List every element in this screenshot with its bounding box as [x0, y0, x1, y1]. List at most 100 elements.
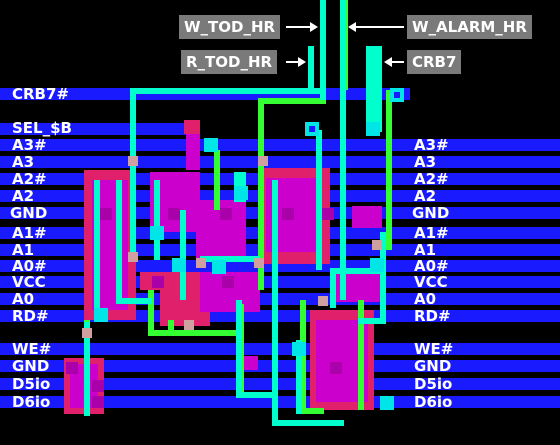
callout-r-tod-hr: R_TOD_HR — [181, 50, 278, 74]
via-9 — [292, 342, 306, 356]
right-label-a3n: A3# — [414, 136, 449, 154]
metal-v-center4 — [272, 180, 278, 420]
poly-v2 — [148, 290, 154, 334]
rail-a3n — [0, 139, 560, 151]
poly-v7 — [214, 150, 220, 210]
via-1-inner — [394, 92, 400, 98]
left-label-a1n: A1# — [12, 224, 47, 242]
metal-v-right3 — [316, 130, 322, 270]
left-label-a0n: A0# — [12, 257, 47, 275]
metal-v-center1 — [154, 180, 160, 260]
via-15 — [220, 208, 232, 220]
via-6 — [150, 226, 164, 240]
right-label-d5io: D5io — [414, 375, 453, 393]
rail-wen — [0, 343, 560, 355]
metal-v-right2 — [380, 232, 386, 322]
via-11 — [212, 260, 226, 274]
left-label-rdn: RD# — [12, 307, 49, 325]
via-17 — [322, 208, 334, 220]
arrow-w-tod-hr-head — [310, 22, 318, 32]
via-layer — [66, 88, 404, 410]
metal-crb7-strip — [366, 46, 382, 132]
right-label-gnd1: GND — [412, 204, 450, 222]
left-label-gnd2: GND — [12, 357, 50, 375]
rail-d6io — [0, 396, 560, 408]
callout-w-alarm-hr: W_ALARM_HR — [407, 15, 532, 39]
poly-v9 — [168, 320, 174, 332]
via-23 — [66, 362, 78, 374]
arrow-w-alarm-hr-head — [348, 22, 356, 32]
poly-v4 — [386, 90, 392, 250]
via-14 — [168, 208, 180, 220]
metal-layer — [84, 0, 386, 426]
metal-v-left3 — [116, 180, 122, 300]
via-7 — [172, 258, 186, 272]
via-16 — [282, 208, 294, 220]
arrow-r-tod-hr-head — [298, 57, 306, 67]
via-31 — [82, 328, 92, 338]
rail-selb — [0, 123, 200, 135]
metal-v-right4 — [296, 340, 302, 414]
rail-gnd2 — [0, 360, 560, 372]
via-24 — [128, 156, 138, 166]
left-label-a3n: A3# — [12, 136, 47, 154]
via-5 — [234, 186, 248, 200]
diff-right-top — [352, 206, 382, 228]
diff-small-a — [244, 356, 258, 370]
via-30 — [372, 240, 382, 250]
poly-v5 — [358, 300, 364, 410]
via-12 — [370, 258, 384, 272]
metal-v-left1 — [130, 88, 136, 258]
diff-small-b — [184, 120, 200, 134]
left-label-a1: A1 — [12, 241, 35, 259]
left-label-a3: A3 — [12, 153, 35, 171]
arrow-crb7-head — [384, 57, 392, 67]
via-25 — [258, 156, 268, 166]
right-label-rdn: RD# — [414, 307, 451, 325]
metal-h-mid — [200, 256, 260, 262]
right-label-a1: A1 — [414, 241, 437, 259]
via-10 — [380, 396, 394, 410]
left-label-vcc: VCC — [12, 273, 46, 291]
via-32 — [184, 320, 194, 330]
metal-h-left — [116, 298, 152, 304]
metal-v-left2 — [94, 180, 100, 316]
via-13 — [100, 208, 112, 220]
right-label-d6io: D6io — [414, 393, 453, 411]
metal-top-v3 — [308, 46, 314, 90]
metal-h-right1 — [330, 268, 380, 274]
right-label-a1n: A1# — [414, 224, 449, 242]
right-label-a0n: A0# — [414, 257, 449, 275]
diff-mid-red — [140, 272, 210, 290]
right-label-a3: A3 — [414, 153, 437, 171]
left-label-a2: A2 — [12, 187, 35, 205]
diffusion-layer — [64, 120, 384, 414]
poly-h1 — [258, 98, 326, 104]
left-label-selb: SEL_$B — [12, 119, 72, 137]
left-label-crb7n: CRB7# — [12, 85, 69, 103]
metal-top-v1 — [320, 0, 326, 100]
callout-w-tod-hr: W_TOD_HR — [179, 15, 281, 39]
metal-v-bottom3 — [236, 300, 242, 398]
via-28 — [254, 258, 264, 268]
via-8 — [94, 308, 108, 322]
via-21 — [92, 396, 104, 408]
metal-top-v2 — [340, 0, 346, 300]
left-label-a2n: A2# — [12, 170, 47, 188]
right-label-a2: A2 — [414, 187, 437, 205]
metal-h-crb — [130, 88, 326, 94]
rail-d5io — [0, 378, 560, 390]
metal-v-bot-left — [84, 322, 90, 416]
callout-crb7: CRB7 — [407, 50, 462, 74]
via-19 — [222, 276, 234, 288]
via-3 — [366, 122, 380, 136]
left-label-d6io: D6io — [12, 393, 51, 411]
left-label-gnd1: GND — [10, 204, 48, 222]
right-label-vcc: VCC — [414, 273, 448, 291]
metal-h-bottom — [272, 420, 344, 426]
right-label-gnd2: GND — [414, 357, 452, 375]
poly-h2 — [148, 330, 244, 336]
rail-a3 — [0, 156, 560, 168]
